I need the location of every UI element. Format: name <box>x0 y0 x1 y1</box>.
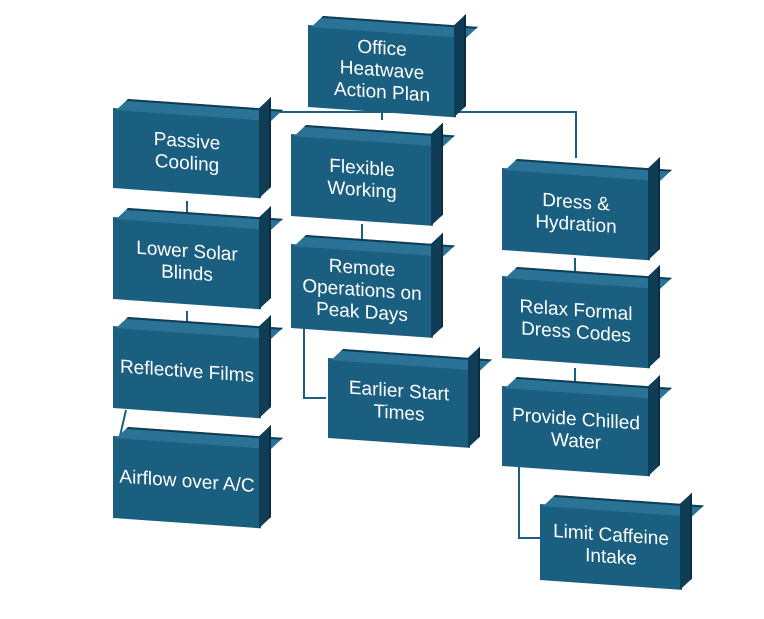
branch-label: Dress & Hydration <box>535 189 617 239</box>
leaf-label: Remote Operations on Peak Days <box>302 255 422 327</box>
leaf-label: Provide Chilled Water <box>512 404 640 454</box>
leaf-label: Lower Solar Blinds <box>136 237 238 286</box>
leaf-node-chilled-water: Provide Chilled Water <box>502 386 650 477</box>
branch-label: Passive Cooling <box>153 128 221 177</box>
leaf-label: Earlier Start Times <box>348 377 450 426</box>
leaf-label: Relax Formal Dress Codes <box>519 296 633 348</box>
leaf-label: Reflective Films <box>119 356 255 387</box>
leaf-node-remote-operations: Remote Operations on Peak Days <box>291 244 433 338</box>
branch-node-flexible-working: Flexible Working <box>291 134 433 226</box>
root-node-label: Office Heatwave Action Plan <box>333 36 431 107</box>
root-node: Office Heatwave Action Plan <box>308 25 456 118</box>
leaf-node-limit-caffeine: Limit Caffeine Intake <box>540 504 682 590</box>
branch-node-passive-cooling: Passive Cooling <box>113 108 261 199</box>
leaf-node-lower-solar-blinds: Lower Solar Blinds <box>113 217 261 310</box>
leaf-node-airflow-over-ac: Airflow over A/C <box>113 436 261 529</box>
leaf-node-earlier-start-times: Earlier Start Times <box>328 358 470 448</box>
leaf-label: Limit Caffeine Intake <box>553 520 669 570</box>
leaf-node-reflective-films: Reflective Films <box>113 326 261 419</box>
branch-label: Flexible Working <box>327 155 397 204</box>
leaf-label: Airflow over A/C <box>119 466 255 497</box>
leaf-node-relax-dress-codes: Relax Formal Dress Codes <box>502 276 650 369</box>
branch-node-dress-hydration: Dress & Hydration <box>502 168 650 261</box>
